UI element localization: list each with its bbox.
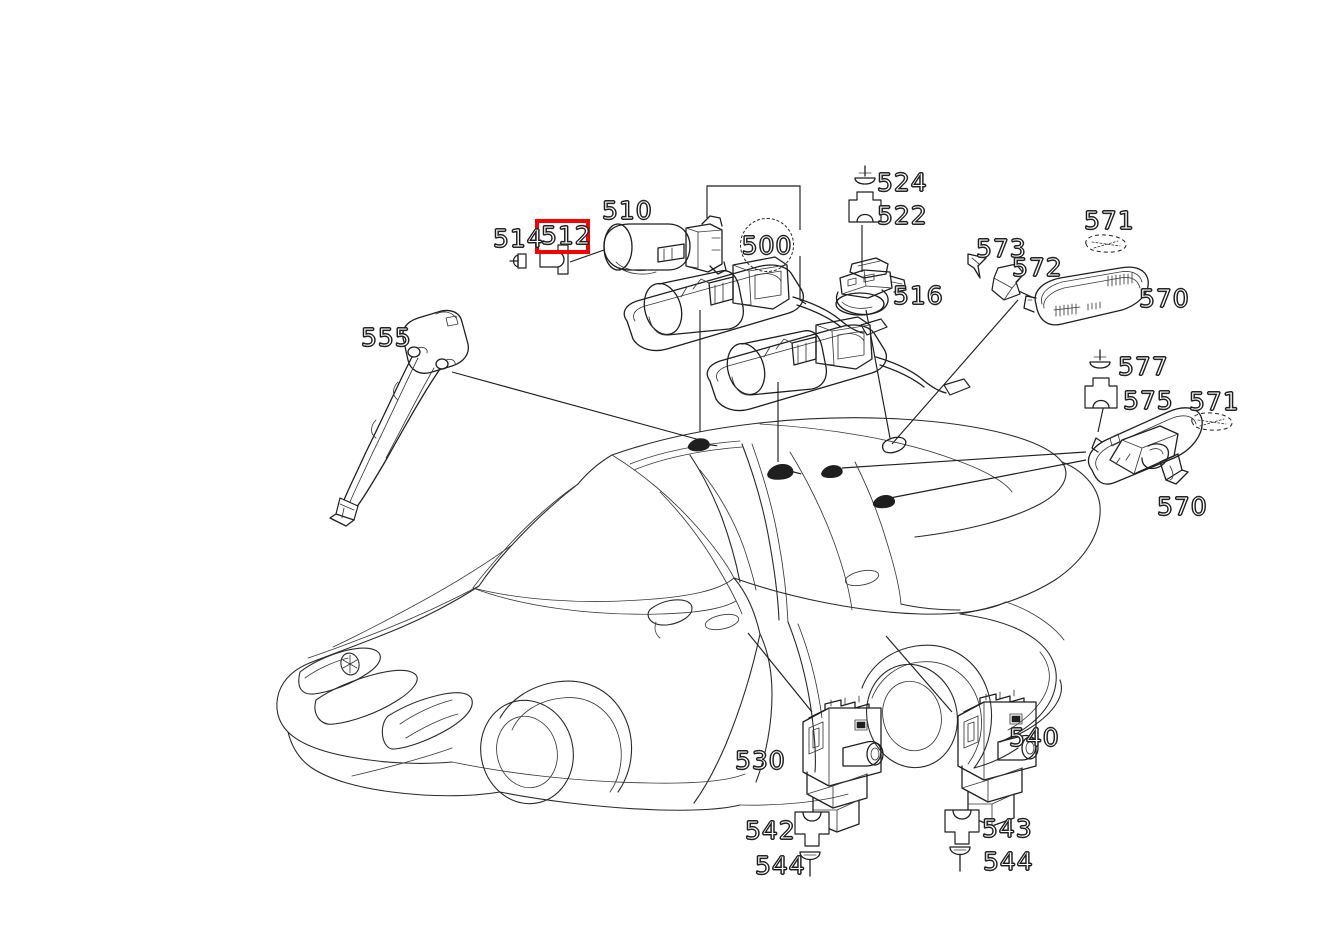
part-label-555: 555	[361, 323, 412, 352]
lamp-clip-572	[991, 263, 1025, 301]
screw-524	[854, 165, 876, 185]
lamp-bulb-571-lower	[1191, 412, 1233, 431]
interior-lamp-front-570	[1023, 266, 1149, 326]
part-label-570-front: 570	[1139, 284, 1190, 313]
part-label-544-front: 544	[755, 851, 806, 880]
part-label-575: 575	[1123, 386, 1174, 415]
interior-lamp-rear-570	[1087, 407, 1203, 485]
part-label-543: 543	[982, 814, 1033, 843]
switch-clip-543	[944, 809, 980, 845]
lamp-clip-575	[1084, 377, 1118, 409]
window-switch-530	[802, 695, 884, 833]
highlight-box-512	[535, 219, 590, 254]
part-label-516: 516	[893, 281, 944, 310]
part-label-540: 540	[1009, 723, 1060, 752]
antenna-harness-555	[329, 309, 470, 527]
part-label-510: 510	[602, 196, 653, 225]
sunshade-drive-516	[835, 257, 907, 316]
part-label-573: 573	[976, 234, 1027, 263]
sunroof-assembly-1	[623, 256, 888, 352]
lamp-pin-573	[967, 253, 987, 279]
lamp-bulb-571-upper	[1085, 234, 1127, 253]
switch-screw-544-right	[949, 846, 971, 872]
part-label-514: 514	[493, 224, 544, 253]
car-body-outline	[276, 417, 1101, 811]
sunroof-assembly-2	[706, 316, 971, 412]
part-label-571-lower: 571	[1189, 387, 1240, 416]
part-label-522: 522	[877, 201, 928, 230]
retaining-clip-522	[848, 191, 882, 223]
part-label-530: 530	[735, 746, 786, 775]
group-callout-500-label: 500	[741, 230, 793, 260]
part-label-542: 542	[745, 816, 796, 845]
leader-lines	[451, 185, 1107, 713]
part-label-512: 512	[541, 221, 592, 250]
window-switch-540	[957, 689, 1039, 827]
switch-screw-544-left	[799, 851, 821, 877]
screw-577	[1089, 349, 1111, 369]
part-label-570-rear: 570	[1157, 492, 1208, 521]
part-label-544-rear: 544	[983, 847, 1034, 876]
contact-pin-514	[509, 253, 527, 269]
switch-clip-542	[794, 811, 830, 847]
sunroof-motor-510	[603, 215, 727, 275]
part-label-571-upper: 571	[1084, 206, 1135, 235]
part-label-524: 524	[877, 168, 928, 197]
part-label-572: 572	[1012, 253, 1063, 282]
roof-lamp-markers	[687, 436, 907, 509]
group-callout-500: 500	[740, 218, 794, 272]
part-label-577: 577	[1118, 352, 1169, 381]
